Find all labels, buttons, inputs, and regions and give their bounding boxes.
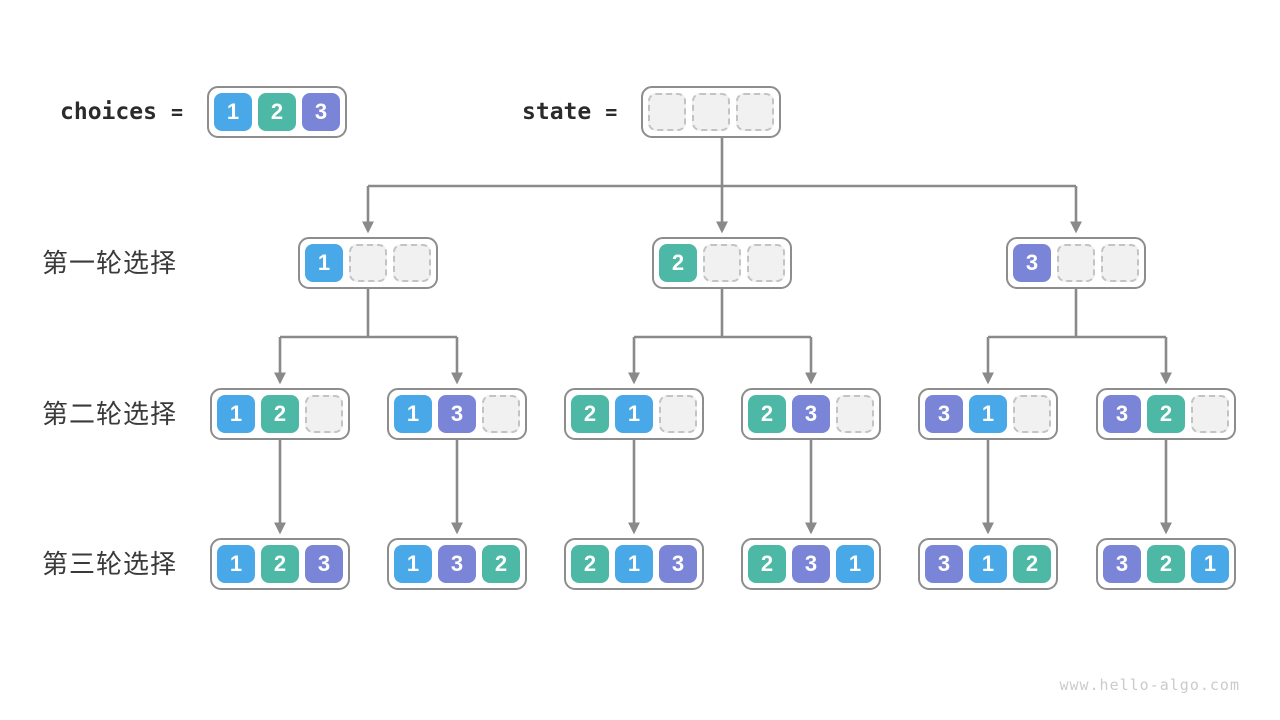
state-node (641, 86, 782, 138)
equals-sign: = (605, 100, 618, 124)
cell-empty (692, 93, 731, 131)
cell-1: 1 (394, 395, 432, 433)
cell-1: 1 (305, 244, 343, 282)
state-legend: state = (522, 86, 782, 138)
watermark: www.hello-algo.com (1059, 676, 1240, 694)
cell-3: 3 (659, 545, 697, 583)
cell-3: 3 (438, 545, 476, 583)
cell-empty (736, 93, 775, 131)
cell-empty (1101, 244, 1139, 282)
cell-empty (747, 244, 785, 282)
cell-3: 3 (925, 545, 963, 583)
cell-1: 1 (836, 545, 874, 583)
cell-2: 2 (482, 545, 520, 583)
cell-2: 2 (257, 93, 296, 131)
cell-1: 1 (969, 545, 1007, 583)
state-node: 2 (652, 237, 792, 289)
cell-3: 3 (305, 545, 343, 583)
cell-1: 1 (1191, 545, 1229, 583)
row-label-2: 第二轮选择 (42, 399, 178, 429)
cell-empty (1191, 395, 1229, 433)
cell-2: 2 (1013, 545, 1051, 583)
cell-empty (482, 395, 520, 433)
row-label-3: 第三轮选择 (42, 549, 178, 579)
cell-empty (648, 93, 687, 131)
cell-empty (349, 244, 387, 282)
cell-2: 2 (748, 545, 786, 583)
cell-empty (1057, 244, 1095, 282)
cell-1: 1 (969, 395, 1007, 433)
cell-3: 3 (438, 395, 476, 433)
cell-2: 2 (748, 395, 786, 433)
cell-2: 2 (261, 545, 299, 583)
cell-2: 2 (659, 244, 697, 282)
cell-2: 2 (571, 545, 609, 583)
cell-3: 3 (1013, 244, 1051, 282)
cell-2: 2 (1147, 395, 1185, 433)
cell-2: 2 (571, 395, 609, 433)
state-array (641, 86, 782, 138)
cell-empty (836, 395, 874, 433)
cell-3: 3 (792, 395, 830, 433)
cell-1: 1 (615, 395, 653, 433)
cell-empty (305, 395, 343, 433)
cell-1: 1 (615, 545, 653, 583)
cell-empty (1013, 395, 1051, 433)
cell-3: 3 (301, 93, 340, 131)
cell-2: 2 (261, 395, 299, 433)
cell-1: 1 (217, 545, 255, 583)
row-label-1: 第一轮选择 (42, 248, 178, 278)
cell-empty (659, 395, 697, 433)
equals-sign: = (170, 100, 183, 124)
cell-3: 3 (1103, 395, 1141, 433)
cell-empty (703, 244, 741, 282)
cell-empty (393, 244, 431, 282)
cell-1: 1 (394, 545, 432, 583)
cell-1: 1 (213, 93, 252, 131)
cell-3: 3 (925, 395, 963, 433)
cell-3: 3 (1103, 545, 1141, 583)
cell-1: 1 (217, 395, 255, 433)
state-node: 3 (1006, 237, 1146, 289)
choices-label: choices (60, 99, 157, 125)
state-label: state (522, 99, 592, 125)
cell-2: 2 (1147, 545, 1185, 583)
state-node: 1 (298, 237, 438, 289)
cell-3: 3 (792, 545, 830, 583)
